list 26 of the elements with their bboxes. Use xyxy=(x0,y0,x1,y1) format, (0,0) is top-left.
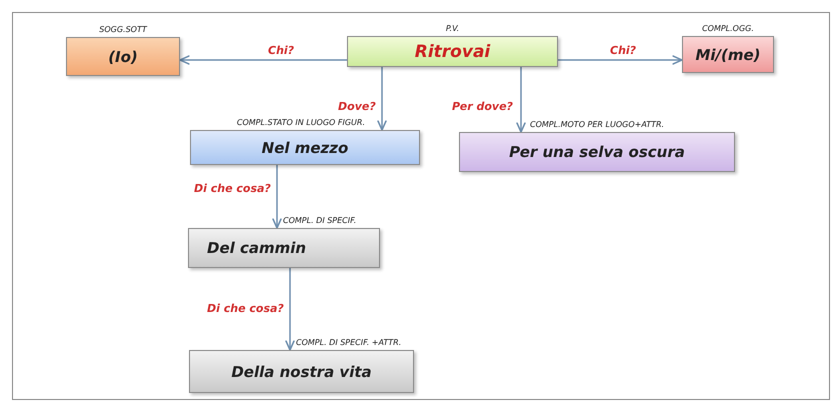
arrow xyxy=(377,67,387,131)
grammar-label: COMPL.STATO IN LUOGO FIGUR. xyxy=(236,118,365,127)
arrow xyxy=(179,55,347,65)
phrase-text: Nel mezzo xyxy=(262,138,348,156)
arrow xyxy=(558,55,683,65)
edge-label: Per dove? xyxy=(452,100,513,113)
edge-label: Dove? xyxy=(338,100,376,113)
edge-label: Di che cosa? xyxy=(194,182,271,195)
grammar-label: COMPL.OGG. xyxy=(702,24,754,33)
phrase-text: Ritrovai xyxy=(414,42,490,62)
arrow xyxy=(516,67,526,133)
edge-label: Chi? xyxy=(610,44,636,57)
arrow xyxy=(285,268,295,351)
phrase-text: (Io) xyxy=(108,48,138,66)
grammar-label: P.V. xyxy=(446,24,460,33)
arrow xyxy=(272,165,282,229)
phrase-text: Mi/(me) xyxy=(695,46,761,64)
grammar-label: SOGG.SOTT xyxy=(99,25,147,34)
phrase-text: Della nostra vita xyxy=(231,362,372,380)
grammar-label: COMPL. DI SPECIF. +ATTR. xyxy=(296,338,402,347)
grammar-label: COMPL. DI SPECIF. xyxy=(283,216,356,225)
edge-label: Di che cosa? xyxy=(207,302,284,315)
grammar-label: COMPL.MOTO PER LUOGO+ATTR. xyxy=(530,120,664,129)
phrase-text: Del cammin xyxy=(207,239,306,257)
phrase-text: Per una selva oscura xyxy=(509,143,685,161)
edge-label: Chi? xyxy=(268,44,294,57)
